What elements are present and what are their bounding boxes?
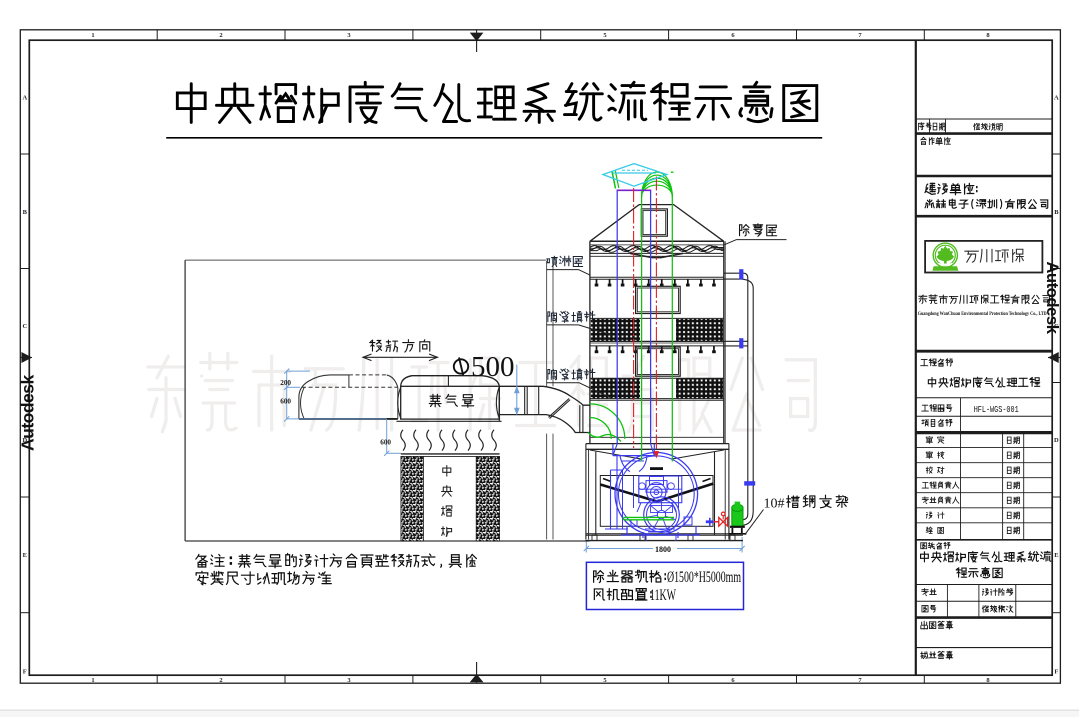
svg-text:D: D (1054, 437, 1059, 444)
svg-text:200: 200 (280, 379, 291, 387)
svg-text:1: 1 (91, 32, 94, 39)
svg-text:6: 6 (731, 32, 735, 39)
svg-text:E: E (23, 552, 27, 559)
svg-text:A: A (22, 94, 27, 101)
svg-text:1800: 1800 (655, 545, 671, 554)
svg-text:F: F (1054, 668, 1058, 675)
svg-text:Ø1500*H5000mm: Ø1500*H5000mm (667, 569, 741, 586)
svg-text:600: 600 (280, 398, 291, 406)
svg-text:D: D (22, 437, 27, 444)
svg-text:2: 2 (219, 677, 222, 684)
svg-text:E: E (1054, 552, 1058, 559)
svg-text:5: 5 (603, 677, 607, 684)
svg-text:B: B (23, 209, 28, 216)
svg-text:3: 3 (347, 677, 351, 684)
svg-text:6: 6 (731, 677, 735, 684)
svg-text:A: A (1054, 94, 1059, 101)
svg-text:8: 8 (986, 32, 990, 39)
svg-text:Autodesk: Autodesk (1043, 262, 1061, 335)
svg-text:11KW: 11KW (650, 587, 676, 604)
svg-text:C: C (22, 323, 27, 330)
svg-text:3: 3 (347, 32, 351, 39)
svg-text:Autodesk: Autodesk (18, 375, 38, 452)
svg-text:F: F (23, 668, 27, 675)
svg-text:8: 8 (986, 677, 990, 684)
svg-text:10#: 10# (764, 497, 785, 512)
svg-text:7: 7 (858, 32, 862, 39)
svg-text:500: 500 (471, 351, 515, 383)
svg-text:C: C (1054, 323, 1059, 330)
svg-text:7: 7 (858, 677, 862, 684)
svg-text:B: B (1054, 209, 1059, 216)
svg-text:5: 5 (603, 32, 607, 39)
svg-text:Guangdong WanChuan Environmen: Guangdong WanChuan Environmental Protect… (918, 312, 1047, 317)
svg-text:600: 600 (380, 438, 391, 446)
svg-text:HFL-WGS-001: HFL-WGS-001 (974, 405, 1019, 415)
svg-text:1: 1 (91, 677, 94, 684)
svg-text:2: 2 (219, 32, 222, 39)
